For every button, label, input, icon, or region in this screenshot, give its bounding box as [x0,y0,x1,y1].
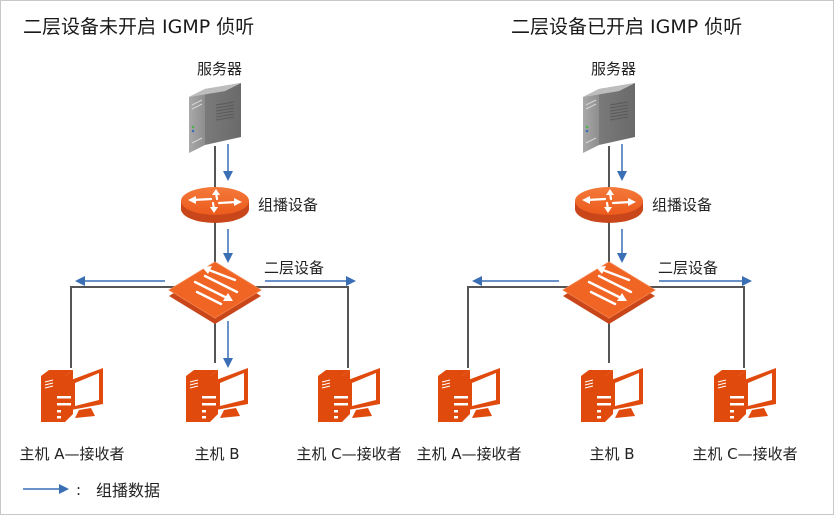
link-to-host-c [649,286,745,368]
host-computer-icon [317,367,381,423]
switch-icon [561,260,657,326]
router-label: 组播设备 [652,196,712,214]
host-computer-icon [185,367,249,423]
legend: : 组播数据 [23,481,160,500]
host-a: 主机 A—接收者 [19,367,125,463]
host-label: 主机 B [589,445,634,463]
host-computer-icon [713,367,777,423]
host-a: 主机 A—接收者 [416,367,522,463]
link-to-host-c [255,286,349,368]
server-label: 服务器 [197,60,242,78]
legend-separator: : [76,481,81,499]
switch-icon [167,260,263,326]
arrow-right-icon-head [59,484,69,494]
server-icon [582,82,636,154]
router-icon [179,185,251,225]
host-b: 主机 B [185,367,249,463]
host-b: 主机 B [580,367,644,463]
host-label: 主机 A—接收者 [19,445,124,463]
host-computer-icon [580,367,644,423]
server-icon [188,82,242,154]
panel-title: 二层设备未开启 IGMP 侦听 [23,16,254,38]
host-label: 主机 C—接收者 [296,445,401,463]
router-icon [573,185,645,225]
legend-label: 组播数据 [96,481,160,500]
host-label: 主机 B [194,445,239,463]
link-to-host-a [467,286,569,368]
panel-title: 二层设备已开启 IGMP 侦听 [511,16,742,38]
host-c: 主机 C—接收者 [692,367,798,463]
router-label: 组播设备 [258,196,318,214]
host-label: 主机 C—接收者 [692,445,797,463]
server-label: 服务器 [591,60,636,78]
switch-label: 二层设备 [658,259,718,277]
host-label: 主机 A—接收者 [416,445,521,463]
switch-label: 二层设备 [264,259,324,277]
host-computer-icon [40,367,104,423]
host-computer-icon [437,367,501,423]
host-c: 主机 C—接收者 [296,367,402,463]
link-to-host-a [70,286,175,368]
